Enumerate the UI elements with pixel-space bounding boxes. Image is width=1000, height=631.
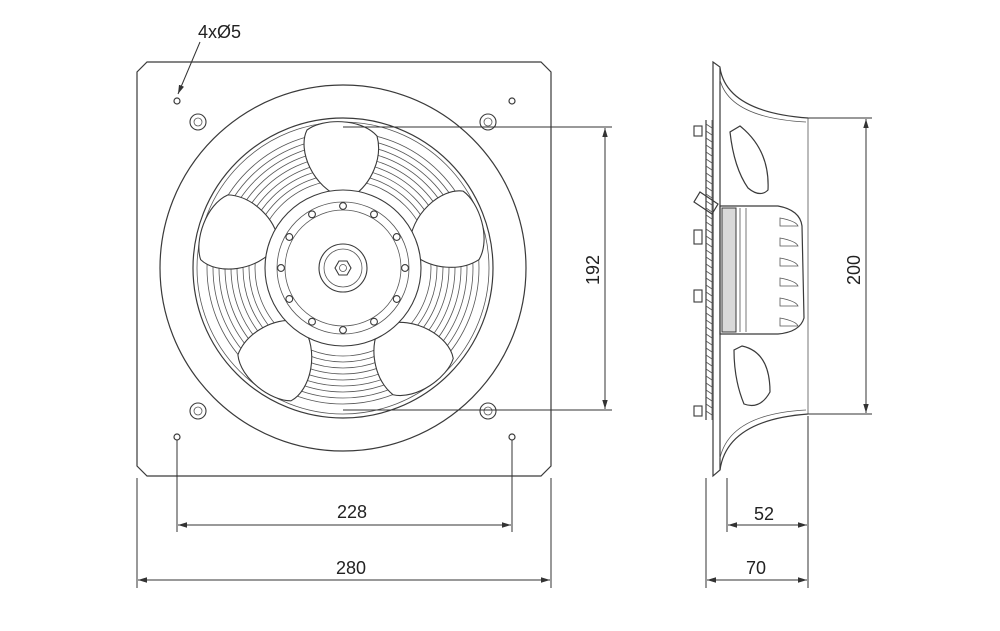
fan-blades (198, 121, 485, 402)
guard-nut (479, 402, 497, 420)
venturi-profile-top (719, 67, 809, 119)
dim-total-depth: 70 (746, 558, 766, 578)
cable-gland (693, 191, 719, 215)
dim-overall-width: 280 (336, 558, 366, 578)
blade-side-top (729, 125, 769, 195)
blade-side-bottom (733, 345, 771, 407)
fan-blade (373, 321, 454, 397)
guard-nut (189, 402, 207, 420)
dim-inner-diameter: 192 (583, 255, 603, 285)
hub-bolt (392, 233, 401, 241)
hub-bolt (277, 264, 285, 272)
hole-callout: 4xØ5 (198, 22, 241, 42)
hub-bolt (339, 202, 347, 210)
mounting-hole (508, 433, 516, 441)
motor-body (719, 205, 805, 335)
dim-motor-depth: 52 (754, 504, 774, 524)
guard-nut (479, 113, 497, 131)
hub-bolt (285, 295, 294, 303)
mounting-hole (173, 97, 181, 105)
venturi-outer-ring (159, 84, 527, 452)
mounting-hole (508, 97, 516, 105)
hub-bolts (277, 202, 409, 334)
dim-hole-spacing: 228 (337, 502, 367, 522)
motor-cooling-fins (779, 217, 799, 327)
side-view: 200 52 70 (693, 60, 872, 588)
guard-side-wires (705, 123, 713, 416)
hub-bolt (370, 317, 378, 326)
hub-bolt (339, 326, 347, 334)
fan-blade (198, 194, 279, 270)
venturi-inner-ring (192, 117, 494, 419)
guard-nut (189, 113, 207, 131)
hub-bolt (370, 210, 378, 219)
dim-outer-diameter: 200 (844, 255, 864, 285)
flange-plate (712, 60, 721, 478)
fan-blade (409, 190, 485, 268)
fan-blade (237, 319, 313, 402)
fan-blade (303, 121, 380, 199)
hub-bolt (401, 264, 409, 272)
mounting-plate (136, 61, 552, 477)
hub-bolt (285, 233, 294, 241)
mounting-hole (173, 433, 181, 441)
venturi-profile-bottom (719, 413, 809, 471)
hub-bolt (308, 210, 316, 219)
hub-bolt (308, 317, 316, 326)
hub-bolt (392, 295, 401, 303)
front-view: 4xØ5 228 280 192 (136, 22, 612, 588)
center-nut (334, 260, 352, 276)
